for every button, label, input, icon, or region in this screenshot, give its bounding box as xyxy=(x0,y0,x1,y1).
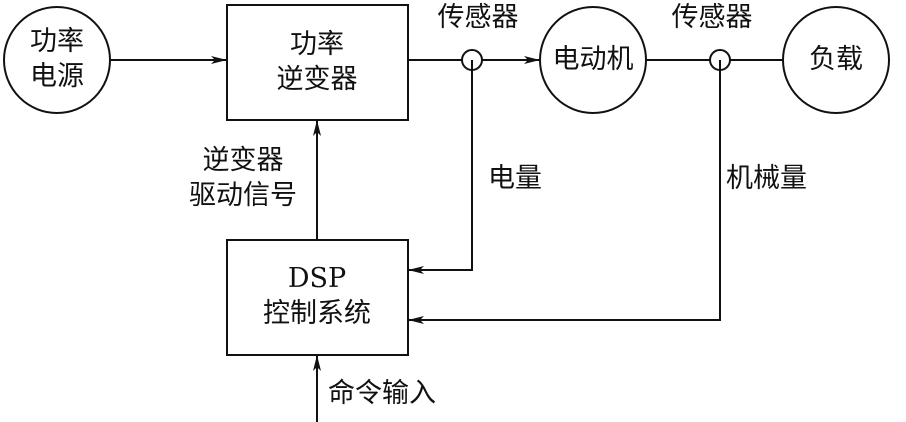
mechanical-label: 机械量 xyxy=(726,163,807,194)
sensor-1-label: 传感器 xyxy=(437,2,519,33)
load-label: 负载 xyxy=(809,44,863,75)
power-source-label: 功率电源 xyxy=(30,26,84,92)
arrow-electrical-feedback xyxy=(408,60,473,274)
inverter-label: 功率逆变器 xyxy=(276,29,358,95)
arrow-mechanical-feedback xyxy=(408,60,721,324)
sensor-2-label: 传感器 xyxy=(671,2,753,33)
command-input-label: 命令输入 xyxy=(328,378,436,409)
drive-signal-label: 逆变器驱动信号 xyxy=(189,145,297,211)
motor-label: 电动机 xyxy=(552,44,634,75)
electrical-label: 电量 xyxy=(488,163,542,194)
